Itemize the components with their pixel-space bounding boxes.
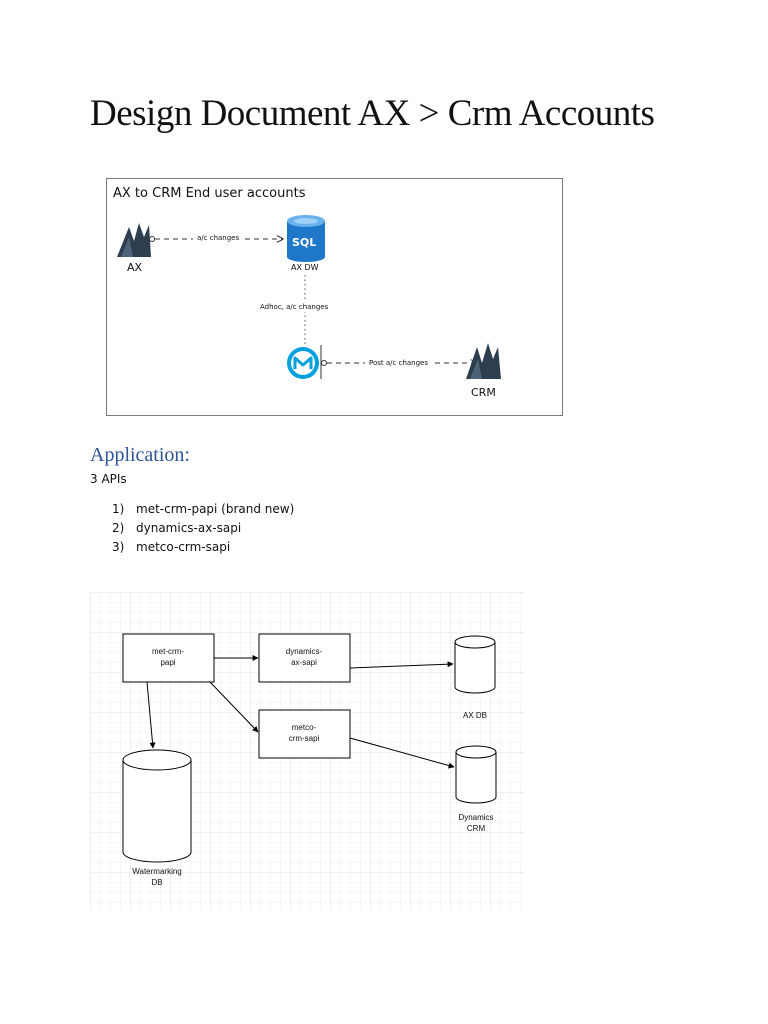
connector-dot-icon <box>321 360 327 366</box>
api-count-text: 3 APIs <box>90 472 127 486</box>
dynamics-ax-logo-icon <box>117 223 151 257</box>
api-list: 1) met-crm-papi (brand new) 2) dynamics-ax… <box>112 500 294 557</box>
diagram-heading: AX to CRM End user accounts <box>113 186 306 201</box>
sql-database-icon <box>287 215 325 262</box>
box-label-line: crm-sapi <box>289 734 320 743</box>
list-number: 2) <box>112 521 125 535</box>
box-label-line: dynamics- <box>286 647 323 656</box>
metco-crm-sapi-box: metco- crm-sapi <box>258 709 351 759</box>
papi-to-watermarking-arrow <box>146 681 156 749</box>
sql-badge-text: SQL <box>292 236 316 249</box>
list-item-text: dynamics-ax-sapi <box>136 521 242 535</box>
list-item: 3) metco-crm-sapi <box>112 538 294 557</box>
mulesoft-logo-icon <box>287 347 319 379</box>
box-label-line: ax-sapi <box>291 658 317 667</box>
edge-label-bg <box>193 231 243 243</box>
edge-label-bg <box>257 300 349 312</box>
papi-to-crm-sapi-arrow <box>209 681 259 733</box>
api-architecture-diagram: met-crm- papi dynamics- ax-sapi metco- c… <box>90 592 524 910</box>
list-number: 1) <box>112 502 125 516</box>
box-label-line: metco- <box>292 723 317 732</box>
box-label-line: papi <box>160 658 175 667</box>
db-label: Dynamics <box>458 813 493 822</box>
box-label-line: met-crm- <box>152 647 184 656</box>
crm-label: CRM <box>471 386 496 399</box>
db-label: DB <box>151 878 162 887</box>
ax-sapi-to-ax-db-arrow <box>349 661 454 669</box>
edge-label-bg <box>365 356 435 368</box>
page-title: Design Document AX > Crm Accounts <box>90 93 655 134</box>
section-heading-application: Application: <box>90 444 190 466</box>
axdw-to-mule-label: Adhoc, a/c changes <box>260 303 329 311</box>
list-number: 3) <box>112 540 125 554</box>
db-label: AX DB <box>463 711 487 720</box>
db-label: Watermarking <box>132 867 182 876</box>
list-item: 2) dynamics-ax-sapi <box>112 519 294 538</box>
list-item-text: metco-crm-sapi <box>136 540 231 554</box>
ax-label: AX <box>127 261 143 274</box>
axdw-label: AX DW <box>291 263 319 272</box>
db-label: CRM <box>467 824 486 833</box>
watermarking-db-cylinder-icon <box>122 749 192 863</box>
list-item: 1) met-crm-papi (brand new) <box>112 500 294 519</box>
connector-dot-icon <box>149 236 155 242</box>
dynamics-crm-logo-icon <box>466 343 501 379</box>
dynamics-ax-sapi-box: dynamics- ax-sapi <box>258 633 351 683</box>
ax-to-axdw-label: a/c changes <box>197 234 239 242</box>
mule-to-crm-label: Post a/c changes <box>369 359 428 367</box>
met-crm-papi-box: met-crm- papi <box>122 633 215 683</box>
crm-sapi-to-dynamics-crm-arrow <box>349 737 455 769</box>
ax-db-cylinder-icon <box>454 635 496 694</box>
dynamics-crm-cylinder-icon <box>455 745 497 804</box>
list-item-text: met-crm-papi (brand new) <box>136 502 295 516</box>
flow-diagram-ax-to-crm: AX to CRM End user accounts AX a/c chang… <box>106 178 563 416</box>
